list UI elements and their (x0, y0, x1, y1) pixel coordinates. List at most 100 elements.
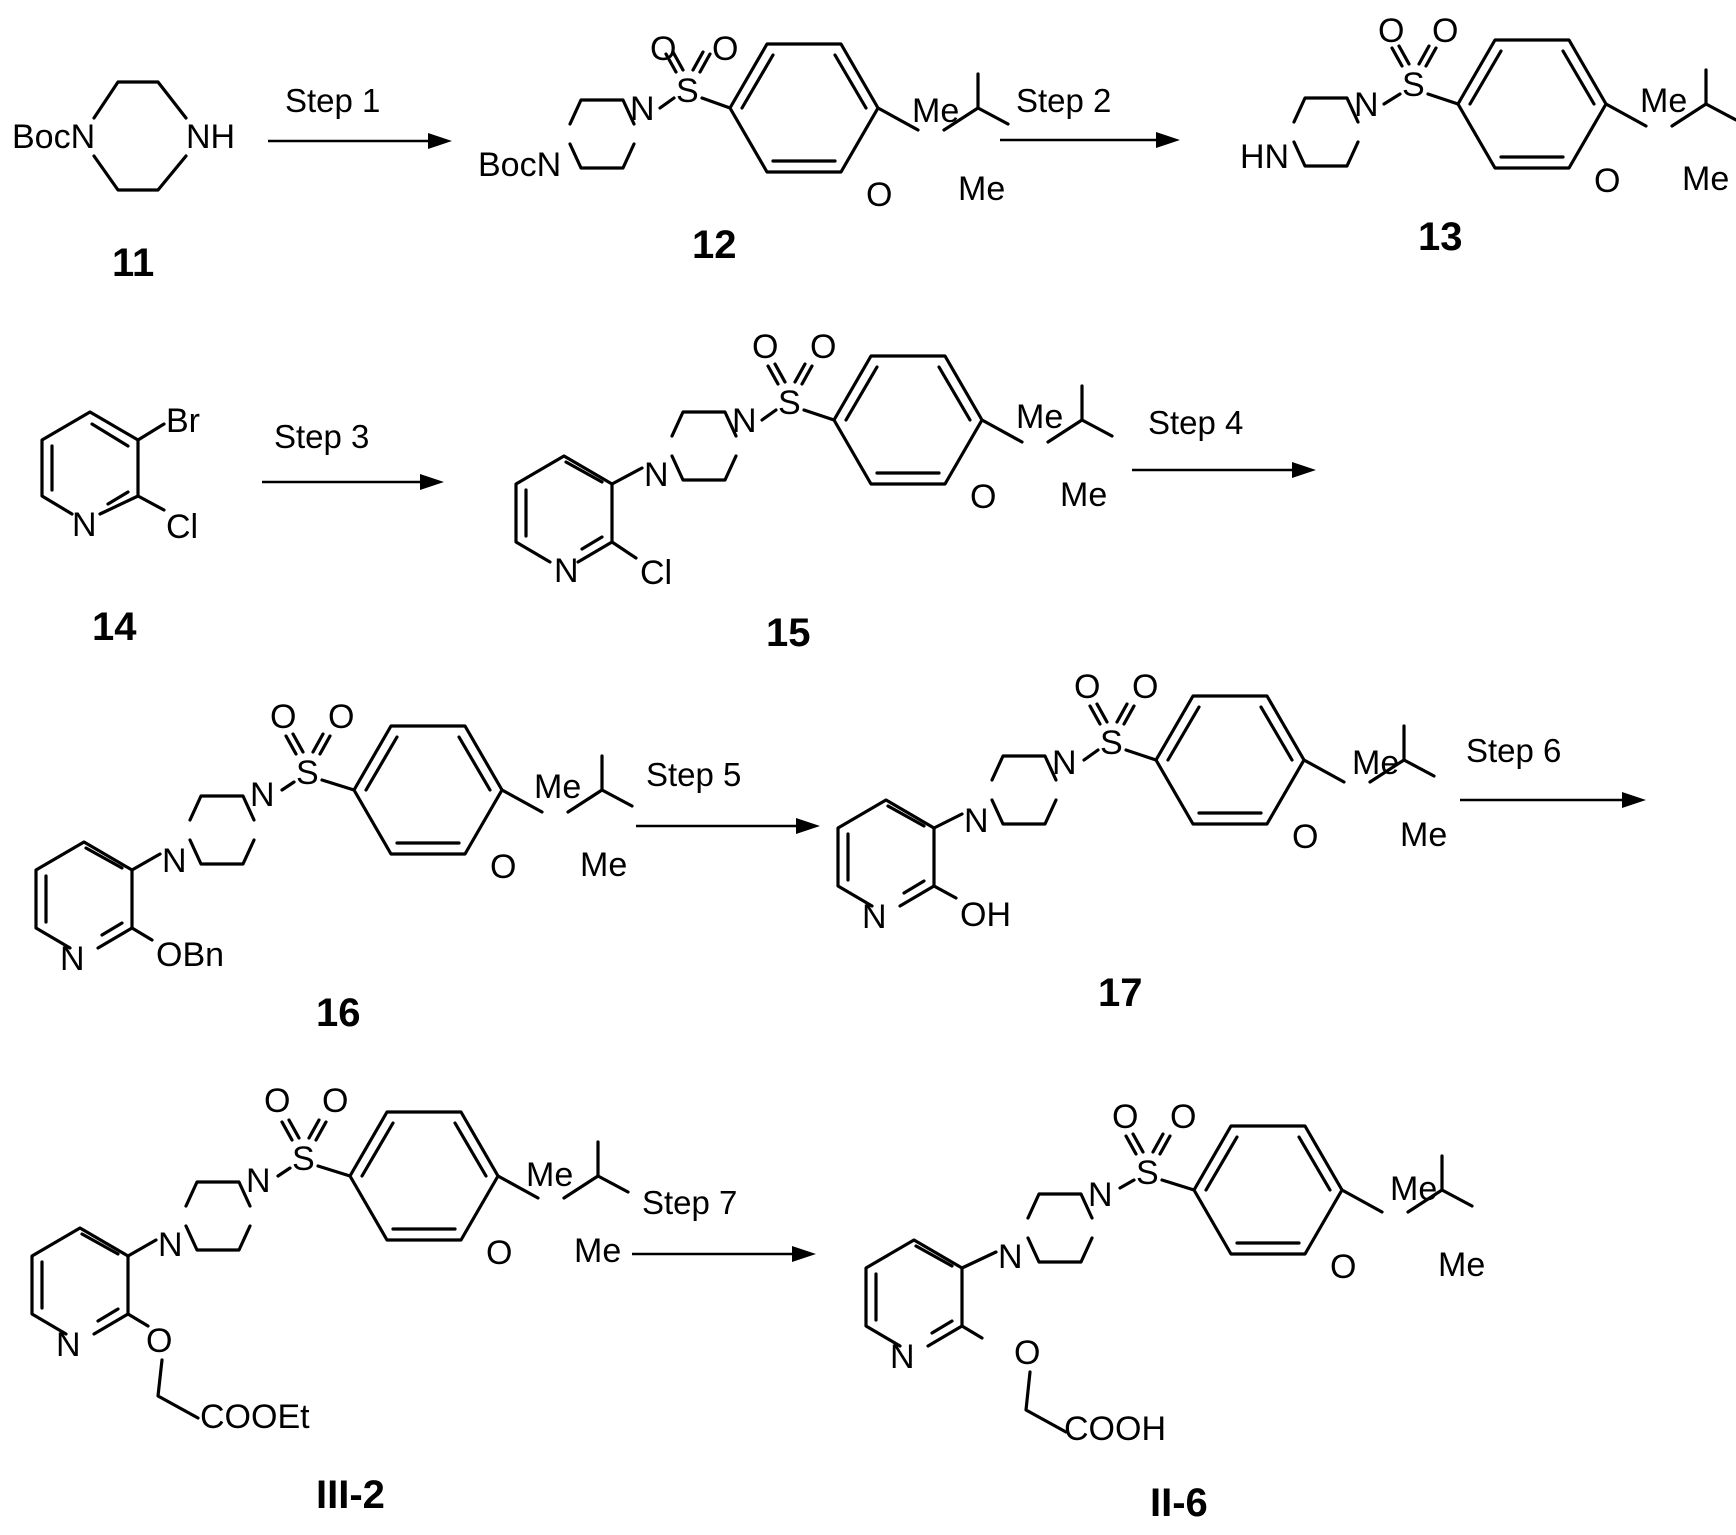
atom-n-label: N (964, 802, 989, 840)
atom-me-label: Me (580, 846, 627, 884)
compound-label-III-2: III-2 (316, 1473, 385, 1517)
atom-o-label: O (1074, 668, 1100, 706)
compound-label-11: 11 (112, 241, 154, 285)
atom-me-label: Me (574, 1232, 621, 1270)
compound-III-2: N O COOEt N N S O O O Me Me III-2 (32, 1082, 628, 1517)
atom-o-label: O (866, 176, 892, 214)
compound-label-15: 15 (766, 611, 811, 655)
atom-n-label: N (998, 1238, 1023, 1276)
arrow-step-4: Step 4 (1132, 404, 1316, 478)
compound-13: HN N S O O O Me Me 13 (1240, 12, 1736, 259)
atom-me-label: Me (1438, 1246, 1485, 1284)
atom-o-label: O (1330, 1248, 1356, 1286)
atom-me-label: Me (912, 92, 959, 130)
atom-o-label: O (810, 328, 836, 366)
arrow-step-5: Step 5 (636, 756, 820, 834)
atom-oh-label: OH (960, 896, 1011, 934)
atom-obn-label: OBn (156, 936, 224, 974)
step-4-label: Step 4 (1148, 404, 1243, 441)
step-6-label: Step 6 (1466, 732, 1561, 769)
atom-n-label: N (1354, 86, 1379, 124)
atom-cl-label: Cl (166, 508, 198, 546)
compound-12: BocN N S O O O Me Me 12 (478, 30, 1008, 267)
atom-s-label: S (296, 754, 319, 792)
atom-o-label: O (322, 1082, 348, 1120)
compound-label-14: 14 (92, 605, 137, 649)
atom-o-label: O (328, 698, 354, 736)
step-3-label: Step 3 (274, 418, 369, 455)
atom-n-label: N (60, 940, 85, 978)
atom-o-label: O (1112, 1098, 1138, 1136)
compound-label-13: 13 (1418, 215, 1463, 259)
atom-br-label: Br (166, 402, 200, 440)
atom-o-label: O (1292, 818, 1318, 856)
arrow-step-6: Step 6 (1460, 732, 1646, 808)
atom-o-label: O (270, 698, 296, 736)
atom-o-label: O (486, 1234, 512, 1272)
atom-o-label: O (1132, 668, 1158, 706)
atom-n-label: N (1052, 744, 1077, 782)
atom-n-label: N (158, 1226, 183, 1264)
compound-label-II-6: II-6 (1150, 1481, 1208, 1525)
atom-o-label: O (1594, 162, 1620, 200)
compound-17: N OH N N S O O O Me Me 17 (838, 668, 1447, 1015)
atom-me-label: Me (1060, 476, 1107, 514)
atom-n-label: N (644, 456, 669, 494)
atom-s-label: S (1100, 724, 1123, 762)
step-7-label: Step 7 (642, 1184, 737, 1221)
atom-n-label: N (732, 402, 757, 440)
atom-n-label: N (862, 898, 887, 936)
atom-me-label: Me (1352, 744, 1399, 782)
atom-me-label: Me (1400, 816, 1447, 854)
step-5-label: Step 5 (646, 756, 741, 793)
atom-me-label: Me (958, 170, 1005, 208)
atom-n-label: N (554, 552, 579, 590)
atom-o-label: O (146, 1322, 172, 1360)
atom-hn-label: HN (1240, 138, 1289, 176)
compound-label-12: 12 (692, 223, 737, 267)
atom-s-label: S (1136, 1154, 1159, 1192)
step-2-label: Step 2 (1016, 82, 1111, 119)
atom-me-label: Me (534, 768, 581, 806)
compound-II-6: N O COOH N N S O O O Me Me II-6 (866, 1098, 1485, 1525)
atom-n-label: N (56, 1326, 81, 1364)
atom-o-label: O (1378, 12, 1404, 50)
atom-me-label: Me (526, 1156, 573, 1194)
compound-14: Br N Cl 14 (42, 402, 200, 649)
arrow-step-1: Step 1 (268, 82, 452, 149)
atom-me-label: Me (1016, 398, 1063, 436)
atom-cl-label: Cl (640, 554, 672, 592)
atom-me-label: Me (1640, 82, 1687, 120)
atom-bocn-label: BocN (12, 118, 95, 156)
atom-n-label: N (72, 506, 97, 544)
atom-bocn-label: BocN (478, 146, 561, 184)
atom-nh-label: NH (186, 118, 235, 156)
atom-cooh-label: COOH (1064, 1410, 1166, 1448)
compound-label-17: 17 (1098, 971, 1143, 1015)
atom-n-label: N (162, 842, 187, 880)
atom-s-label: S (676, 72, 699, 110)
atom-cooet-label: COOEt (200, 1398, 310, 1436)
atom-n-label: N (890, 1338, 915, 1376)
compound-15: N Cl N N S O O O Me Me 15 (516, 328, 1112, 655)
atom-o-label: O (490, 848, 516, 886)
compound-11: BocN NH 11 (12, 82, 235, 285)
atom-o-label: O (712, 30, 738, 68)
atom-o-label: O (970, 478, 996, 516)
step-1-label: Step 1 (285, 82, 380, 119)
atom-n-label: N (1088, 1176, 1113, 1214)
atom-s-label: S (778, 384, 801, 422)
arrow-step-7: Step 7 (632, 1184, 816, 1262)
atom-o-label: O (1170, 1098, 1196, 1136)
atom-me-label: Me (1682, 160, 1729, 198)
atom-o-label: O (1014, 1334, 1040, 1372)
compound-label-16: 16 (316, 991, 361, 1035)
atom-o-label: O (264, 1082, 290, 1120)
arrow-step-2: Step 2 (1000, 82, 1180, 148)
atom-me-label: Me (1390, 1170, 1437, 1208)
atom-n-label: N (250, 776, 275, 814)
atom-n-label: N (630, 90, 655, 128)
compound-16: N OBn N N S O O O Me Me 16 (36, 698, 632, 1035)
atom-s-label: S (1402, 66, 1425, 104)
